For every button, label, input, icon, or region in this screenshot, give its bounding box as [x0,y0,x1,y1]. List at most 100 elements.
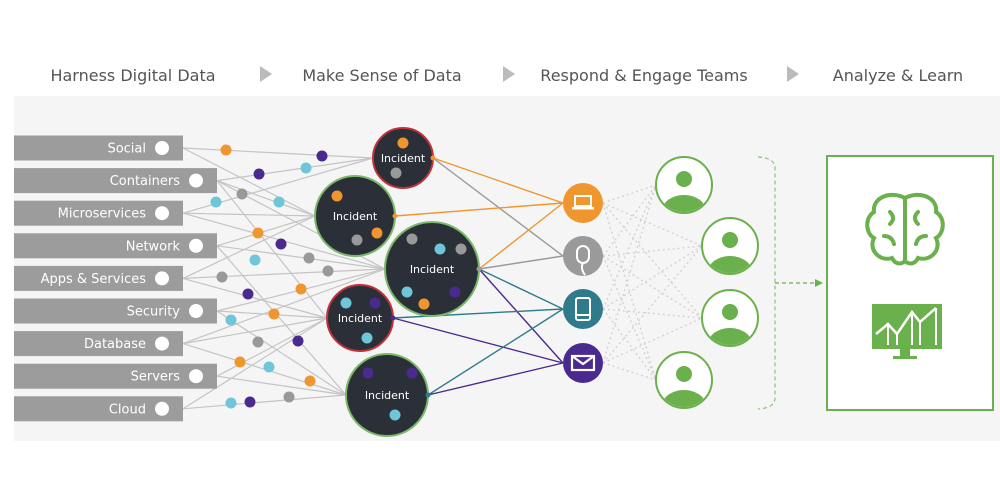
source-social: Social [14,135,183,161]
data-dot [275,238,287,250]
incident-node: Incident [314,175,398,257]
laptop-base [572,207,594,210]
source-database: Database [14,331,183,357]
source-label: Security [127,305,181,320]
source-label: Database [84,337,146,352]
connection-line [216,245,347,396]
user-body [662,195,706,212]
connection-line [182,268,386,345]
channel-circle [563,183,603,223]
step-arrow-icon [787,66,799,82]
dotted-line [602,245,703,257]
user-icon [708,304,752,345]
step-label-1: Harness Digital Data [50,66,215,85]
connection-line [182,317,328,410]
source-box [14,200,183,226]
dotted-line [602,245,703,364]
step-arrow-icon [503,66,515,82]
incident-label: Incident [410,263,455,276]
connection-line [182,317,328,345]
data-dot [351,234,363,246]
data-sources: SocialContainersMicroservicesNetworkApps… [14,135,217,422]
lock-icon [189,304,203,318]
data-dot [331,190,343,202]
source-label: Cloud [109,402,146,417]
source-label: Social [107,142,146,157]
connector-dot [392,213,398,219]
connector-dot [476,266,482,272]
connection-line [182,212,316,217]
source-box [14,331,183,357]
source-security: Security [14,298,217,324]
user-body [708,256,752,273]
data-dot [220,144,232,156]
step-label-2: Make Sense of Data [302,66,461,85]
cloud-icon [155,401,169,416]
user-icon [662,171,706,212]
connection-line [182,147,316,217]
step-arrow-icon [260,66,272,82]
data-dot [268,308,280,320]
analyze-learn-panel [826,155,994,411]
data-dot [234,356,246,368]
channel-line [427,308,564,396]
mouse-cable [580,262,586,276]
data-dot [303,252,315,264]
user-icon [662,366,706,407]
connector-dot [390,315,396,321]
source-label: Containers [110,174,181,189]
user-head [722,232,738,248]
data-dot [401,286,413,298]
laptop-icon [574,195,592,207]
globe-icon [189,238,203,253]
source-servers: Servers [14,363,217,389]
dotted-line [602,202,657,381]
source-containers: Containers [14,168,217,194]
dotted-line [602,202,703,319]
channel-line [392,317,564,364]
user-icon [708,232,752,273]
source-network: Network [14,233,217,259]
data-dot [300,162,312,174]
data-dot [225,397,237,409]
microservices-icon [155,206,169,221]
data-dot [316,150,328,162]
data-dot [449,286,461,298]
user-head [722,304,738,320]
data-dot [406,233,418,245]
data-dot [397,137,409,149]
tablet-icon [575,297,591,321]
data-dot [210,196,222,208]
connection-line [182,394,347,410]
data-dot [406,367,418,379]
monitor-chart-icon [872,304,942,359]
channel-line [394,202,564,217]
dotted-line [602,184,657,364]
connection-line [216,180,328,319]
source-cloud: Cloud [14,396,183,422]
data-dot [242,288,254,300]
mail-icon [570,354,596,372]
channel-circle [563,289,603,329]
source-label: Microservices [58,207,147,222]
channels [563,183,603,383]
data-dot [418,298,430,310]
channel-mouse [563,236,603,276]
channel-laptop [563,183,603,223]
channel-circle [563,236,603,276]
process-steps: Harness Digital Data Make Sense of Data Re… [50,66,963,85]
connection-line [216,215,316,247]
incident-label: Incident [365,389,410,402]
channel-line [478,268,564,310]
gear-icon [155,271,169,286]
connection-line [182,147,374,159]
user-head [676,171,692,187]
data-dot [389,409,401,421]
channel-email [563,343,603,383]
source-apps-services: Apps & Services [14,265,183,291]
step-label-3: Respond & Engage Teams [540,66,747,85]
source-label: Apps & Services [41,272,147,287]
data-dots [210,144,334,409]
connection-line [182,215,316,279]
incident-label: Incident [381,152,426,165]
